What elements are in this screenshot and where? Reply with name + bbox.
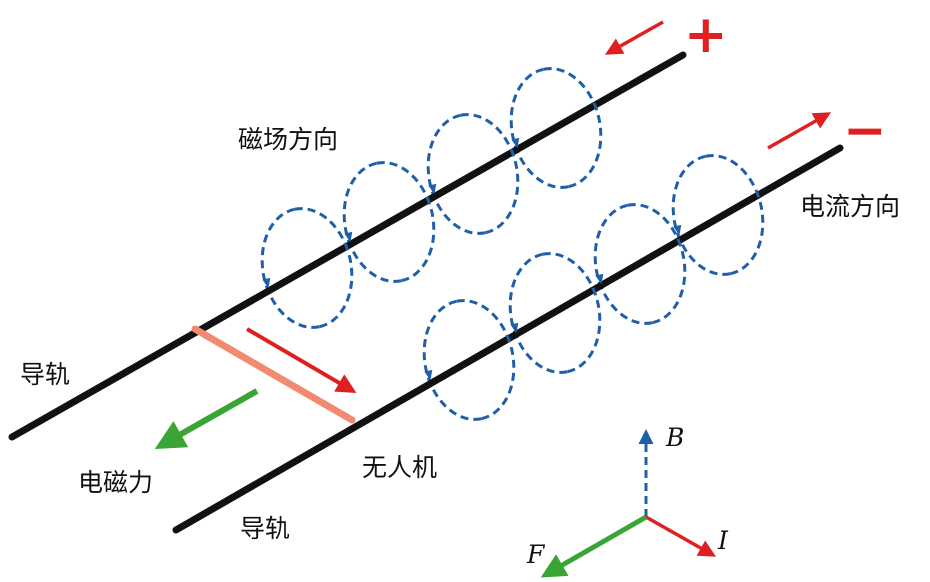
field-loop-front-3: [460, 113, 520, 235]
field-loop-front-6: [542, 252, 602, 374]
axis-f: [540, 514, 648, 578]
axis-f-label: F: [526, 540, 546, 569]
field-loop-front-7: [627, 203, 687, 325]
rail-label-lower: 导轨: [240, 514, 290, 543]
field-loop-back-7: [593, 203, 653, 325]
field-loop-front-1: [294, 207, 354, 329]
field-loop-arrowhead-4: [511, 137, 520, 149]
field-loop-back-4: [509, 67, 569, 189]
field-loop-arrowhead-3: [428, 183, 437, 195]
field-loop-front-5: [456, 299, 516, 421]
rail-label-upper: 导轨: [20, 360, 70, 389]
negative-sign: −: [843, 101, 887, 161]
axis-i: [645, 515, 717, 557]
axis-i-label: I: [717, 526, 729, 555]
field-loop-arrowhead-8: [673, 224, 682, 236]
field-loop-back-1: [260, 207, 320, 329]
field-loop-back-6: [508, 252, 568, 374]
field-loop-arrowhead-1: [262, 277, 271, 289]
field-loop-back-3: [426, 113, 486, 235]
field-loop-arrowhead-2: [344, 231, 353, 243]
field-loops-front: [262, 67, 765, 421]
electromagnetic-force-label: 电磁力: [78, 468, 153, 497]
drone-label: 无人机: [362, 453, 437, 482]
field-loops-back: [260, 67, 731, 421]
drone-bar: [191, 325, 356, 424]
current-arrow-drone: [245, 327, 357, 394]
field-loop-front-2: [376, 161, 436, 283]
current-arrow-upper: [604, 20, 664, 55]
current-arrow-lower: [767, 112, 832, 150]
field-loop-arrowhead-5: [424, 369, 433, 381]
field-loop-front-8: [705, 154, 765, 276]
field-loop-back-5: [422, 299, 482, 421]
current-direction-label: 电流方向: [800, 192, 900, 221]
field-loop-back-2: [342, 161, 402, 283]
field-loop-arrowhead-7: [595, 273, 604, 285]
magnetic-field-direction-label: 磁场方向: [238, 125, 338, 154]
force-arrow: [154, 388, 259, 449]
axis-b-label: B: [665, 423, 684, 452]
field-loop-front-4: [543, 67, 603, 189]
field-loop-back-8: [671, 154, 731, 276]
positive-sign: +: [684, 5, 728, 65]
field-loop-arrowhead-6: [510, 322, 519, 334]
